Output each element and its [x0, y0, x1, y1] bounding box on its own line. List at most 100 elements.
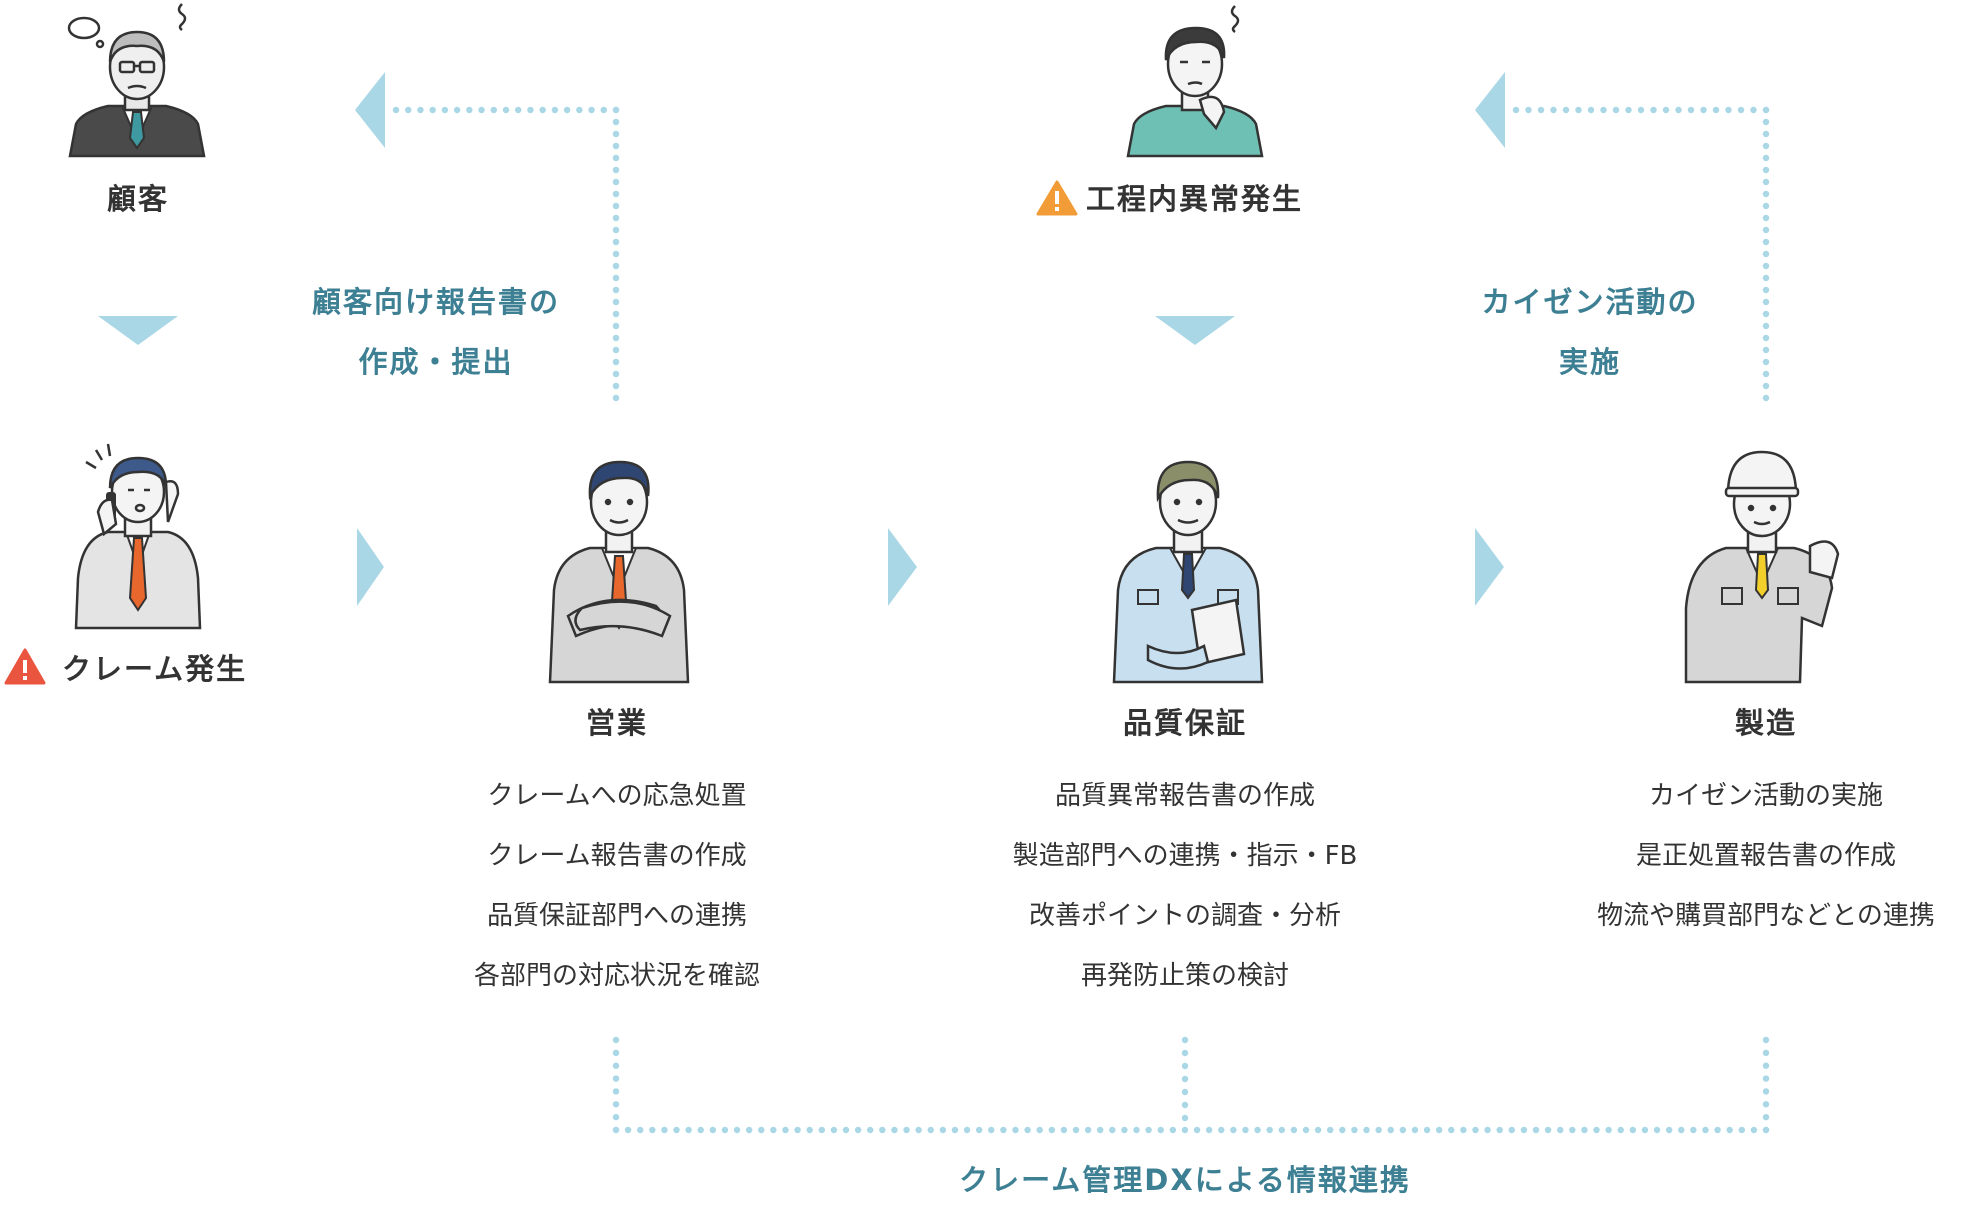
connector-dot — [1181, 1088, 1189, 1096]
connector-dot — [612, 1036, 620, 1044]
connector-dot — [1581, 1126, 1588, 1134]
connector-dot — [612, 310, 620, 318]
connector-dot — [1060, 1126, 1068, 1134]
connector-dot — [441, 106, 449, 114]
connector-dot — [1678, 1126, 1685, 1134]
connector-dot — [1762, 274, 1770, 282]
connector-dot — [612, 286, 620, 294]
connector-dot — [939, 1126, 947, 1134]
connector-dot — [1762, 1049, 1770, 1057]
connector-dot — [1012, 1126, 1019, 1134]
connector-dot — [1411, 1126, 1419, 1134]
connector-dot — [588, 106, 595, 114]
connector-dot — [963, 1126, 971, 1134]
connector-dot — [1472, 1126, 1479, 1134]
kaizen-label-line2: 実施 — [1558, 345, 1621, 379]
connector-dot — [758, 1126, 765, 1134]
connector-dot — [1762, 370, 1770, 378]
customer-label: 顧客 — [106, 182, 170, 216]
connector-dot — [915, 1126, 922, 1134]
connector-dot — [1762, 1075, 1770, 1082]
connector-dot — [1399, 1126, 1407, 1134]
connector-dot — [1387, 1126, 1394, 1134]
connector-dot — [1024, 1126, 1031, 1134]
connector-dot — [490, 106, 497, 114]
connector-dot — [612, 346, 620, 354]
connector-dot — [673, 1126, 680, 1134]
connector-dot — [1690, 1126, 1697, 1134]
connector-dot — [1525, 106, 1532, 114]
connector-dot — [1169, 1126, 1177, 1134]
connector-dot — [1157, 1126, 1164, 1134]
connector-dot — [818, 1126, 825, 1134]
connector-dot — [1762, 1126, 1770, 1134]
connector-dot — [612, 178, 620, 186]
task-item: 品質異常報告書の作成 — [1054, 781, 1316, 811]
connector-dot — [770, 1126, 777, 1134]
connector-dot — [1537, 106, 1545, 114]
connector-dot — [453, 106, 461, 114]
task-item: カイゼン活動の実施 — [1648, 781, 1883, 811]
connector-dot — [1072, 1126, 1080, 1134]
connector-dot — [842, 1126, 850, 1134]
dept-title-quality-assurance: 品質保証 — [1122, 706, 1248, 740]
task-item: クレームへの応急処置 — [487, 781, 747, 811]
connector-dot — [879, 1126, 886, 1134]
worried-phone-caller-illustration — [74, 443, 202, 630]
connector-dot — [612, 1049, 620, 1057]
dept-tasks-manufacturing: カイゼン活動の実施 是正処置報告書の作成 物流や購買部門などとの連携 — [1597, 766, 1935, 946]
connector-dot — [721, 1126, 729, 1134]
connector-dot — [637, 1126, 644, 1134]
connector-dot — [405, 106, 412, 114]
connector-dot — [612, 274, 620, 282]
connector-dot — [1625, 106, 1632, 114]
connector-dot — [612, 106, 620, 114]
connector-dot — [975, 1126, 983, 1134]
connector-dot — [624, 1126, 632, 1134]
connector-dot — [1762, 202, 1770, 210]
connector-dot — [1550, 106, 1557, 114]
connector-dot — [612, 1113, 620, 1121]
connector-dot — [1512, 106, 1520, 114]
connector-dot — [1339, 1126, 1346, 1134]
arrow-down-customer — [98, 316, 178, 345]
connector-dot — [1762, 1036, 1770, 1044]
arrow-right-claim-to-sales — [357, 528, 384, 606]
connector-dot — [1675, 106, 1682, 114]
connector-dot — [1665, 1126, 1673, 1134]
task-item: 物流や購買部門などとの連携 — [1597, 901, 1935, 931]
connector-dot — [1762, 358, 1770, 366]
connector-dot — [1036, 1126, 1043, 1134]
connector-dot — [1605, 1126, 1612, 1134]
connector-dot — [1762, 394, 1770, 402]
connector-dot — [392, 106, 400, 114]
connector-dot — [1750, 1126, 1758, 1134]
connector-dot — [1242, 1126, 1249, 1134]
connector-dot — [466, 106, 473, 114]
quality-assurance-illustration — [1112, 460, 1264, 684]
connector-dot — [1762, 238, 1770, 246]
connector-dot — [527, 106, 534, 114]
connector-dot — [1508, 1126, 1515, 1134]
connector-dot — [1133, 1126, 1140, 1134]
connector-dot — [612, 190, 620, 198]
connector-dot — [1612, 106, 1620, 114]
connector-dot — [539, 106, 546, 114]
connector-dot — [1302, 1126, 1310, 1134]
connector-dot — [1762, 250, 1770, 258]
connector-dot — [1435, 1126, 1443, 1134]
connector-dot — [854, 1126, 862, 1134]
connector-dot — [1725, 106, 1732, 114]
connector-dot — [1762, 226, 1770, 234]
task-item: クレーム報告書の作成 — [487, 841, 747, 871]
connector-dot — [794, 1126, 801, 1134]
connector-dot — [1181, 1101, 1189, 1109]
connector-dot — [612, 238, 620, 246]
connector-dot — [1097, 1126, 1104, 1134]
connector-dot — [661, 1126, 668, 1134]
connector-dot — [1762, 166, 1770, 174]
connector-dot — [612, 202, 620, 210]
connector-dot — [1181, 1114, 1189, 1122]
connector-dot — [1569, 1126, 1576, 1134]
connector-dot — [745, 1126, 753, 1134]
